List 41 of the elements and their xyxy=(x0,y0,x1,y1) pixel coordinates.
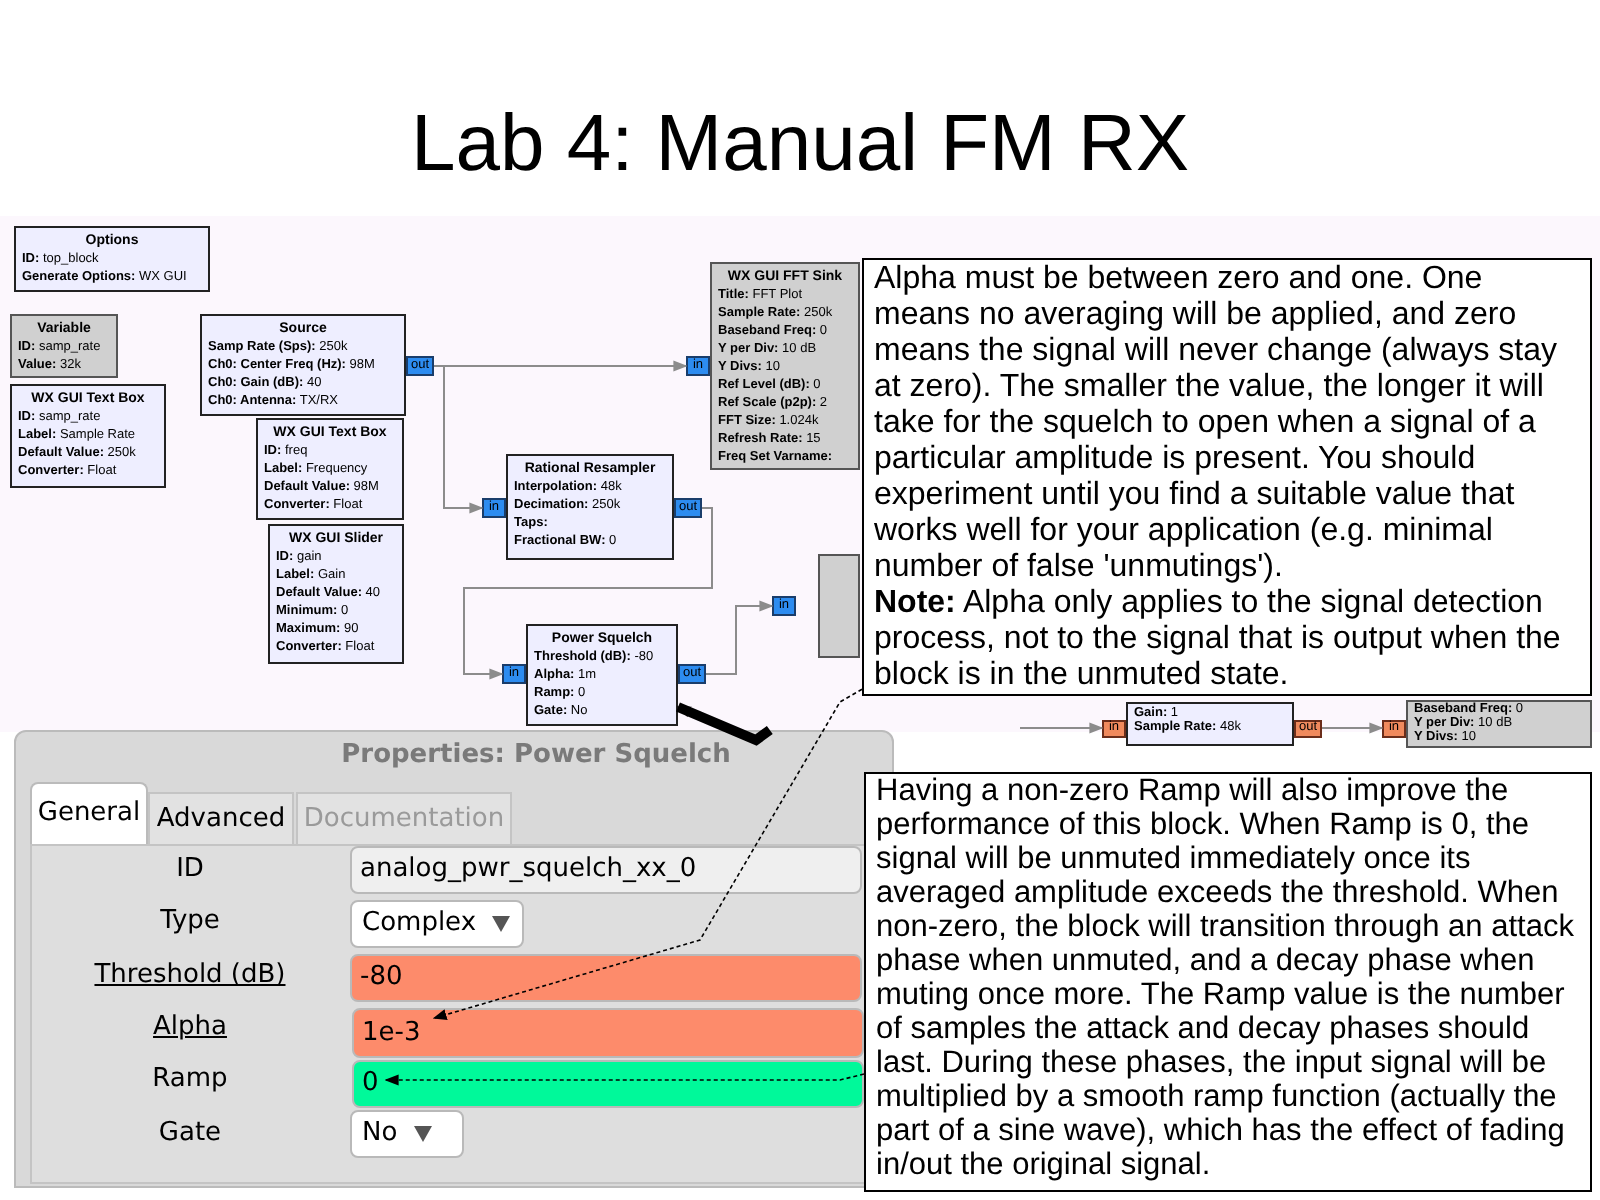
flowgraph-block xyxy=(256,418,404,520)
text-field: -80 xyxy=(350,954,862,1002)
flowgraph-block xyxy=(200,314,406,416)
field-label: Threshold (dB) xyxy=(92,958,288,995)
dropdown: Complex xyxy=(350,900,524,948)
arrow xyxy=(463,507,713,680)
field-label: ID xyxy=(174,852,206,889)
field-label: Gate xyxy=(156,1116,224,1153)
arrow xyxy=(676,702,773,746)
flowgraph-block xyxy=(1406,700,1592,748)
arrow xyxy=(705,600,774,675)
flowgraph-block xyxy=(710,262,860,470)
field-label: Ramp xyxy=(150,1062,230,1099)
callout-text: Alpha must be between zero and one. One means no averaging will be applied, and zero means the signal will never change (always stay at zero). The smaller the value, the longer it will take for the squelch to open when a signal of a particular amplitude is present. You should experiment until you find a suitable value that works well for your application (e.g. minimal number of false 'unmutings'). xyxy=(874,262,1559,586)
arrow xyxy=(1019,722,1104,734)
flowgraph-block xyxy=(10,384,166,488)
dropdown: No xyxy=(350,1110,464,1158)
tab: General xyxy=(30,782,148,844)
flowgraph-block xyxy=(268,524,404,664)
dialog-title: Properties: Power Squelch xyxy=(339,738,733,774)
callout-text: Having a non-zero Ramp will also improve the performance of this block. When Ramp is 0, the signal will be unmuted immediately once its averaged amplitude exceeds the threshold. When non-zero, the block will transition through an attack phase when unmuted, and a decay phase when muting once more. The Ramp value is the number of samples the attack and decay phases should last. During these phases, the input signal will be multiplied by a smooth ramp function (actually the part of a sine wave), which has the effect of fading in/out the original signal. xyxy=(876,774,1576,1182)
callout-text: Note: Alpha only applies to the signal detection process, not to the signal that is output when the block is in the unmuted state. xyxy=(874,586,1563,694)
slide-title: Lab 4: Manual FM RX xyxy=(408,98,1192,192)
leader-line xyxy=(384,1073,865,1086)
tab: Documentation xyxy=(296,792,512,844)
flowgraph-block xyxy=(526,624,678,726)
callout-box xyxy=(862,258,1592,696)
flowgraph-block xyxy=(818,554,860,658)
tab: Advanced xyxy=(148,792,294,844)
field-label: Type xyxy=(158,904,222,941)
flowgraph-block xyxy=(1126,702,1294,746)
field-value: 0 xyxy=(358,1064,390,1104)
leader-line xyxy=(432,688,863,1020)
arrow xyxy=(433,365,484,514)
arrow xyxy=(1321,722,1384,734)
text-field: analog_pwr_squelch_xx_0 xyxy=(350,846,862,894)
options-block xyxy=(14,226,210,292)
field-label: Alpha xyxy=(151,1010,229,1047)
field-value: 1e-3 xyxy=(358,1014,438,1054)
variable-block xyxy=(10,314,118,378)
flowgraph-block xyxy=(506,454,674,560)
